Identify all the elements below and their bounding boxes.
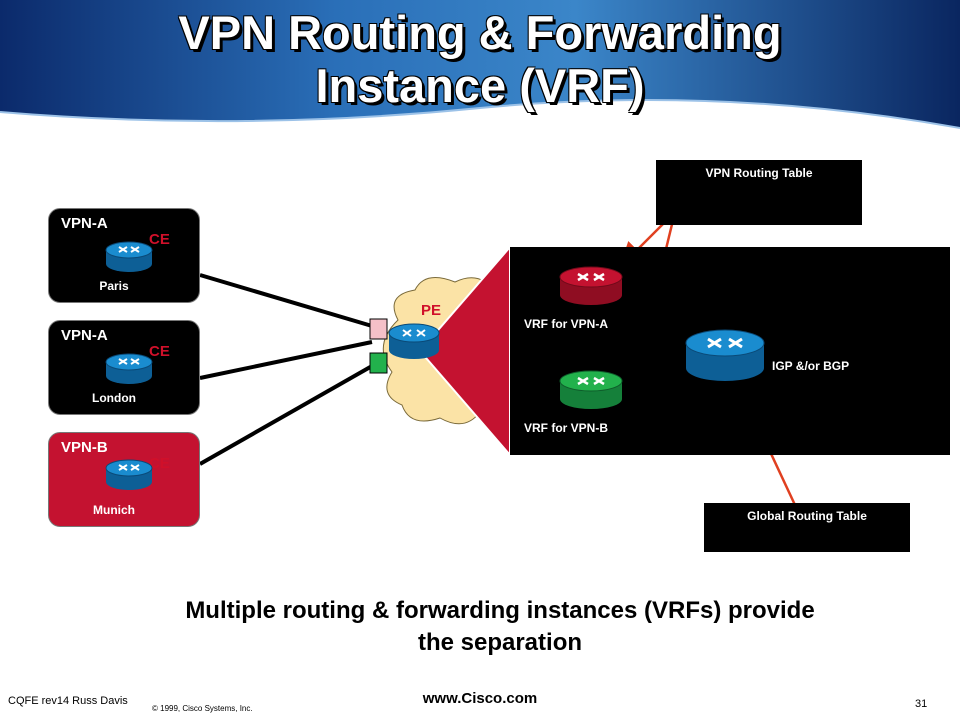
title-line-2: Instance (VRF) (315, 59, 645, 112)
vpn-b-interface-square (369, 352, 388, 374)
title-line-1: VPN Routing & Forwarding (178, 6, 782, 59)
link-london-pe (199, 340, 373, 380)
page-title: VPN Routing & Forwarding Instance (VRF) (0, 6, 960, 112)
page-number: 31 (915, 698, 928, 710)
footer-url: www.Cisco.com (422, 690, 538, 707)
pe-label: PE (421, 302, 442, 319)
vpn-routing-table-label: VPN Routing Table (705, 166, 813, 180)
site-vpn-label: VPN-A (61, 327, 108, 344)
ce-label: CE (149, 343, 170, 360)
site-paris: VPN-A CE Paris (48, 208, 200, 303)
vrf-b-label: VRF for VPN-B (524, 421, 608, 435)
site-london: VPN-A CE London (48, 320, 200, 415)
ce-label: CE (149, 231, 170, 248)
ce-label: CE (149, 455, 170, 472)
vrf-b-router-icon (559, 370, 623, 409)
footer-course-label: CQFE rev14 Russ Davis (8, 695, 128, 707)
global-router-icon (685, 329, 765, 381)
site-city-label: Paris (99, 279, 129, 293)
vpn-routing-table-box: VPN Routing Table (656, 160, 862, 225)
ce-router-icon (105, 353, 153, 384)
caption-line-2: the separation (417, 629, 583, 656)
global-routing-table-box: Global Routing Table (704, 503, 910, 552)
title-banner (0, 0, 960, 129)
site-munich: VPN-B CE Munich (48, 432, 200, 527)
ce-router-icon (105, 459, 153, 490)
link-munich-pe (199, 364, 373, 466)
site-city-label: Munich (93, 503, 135, 517)
footer-copyright: © 1999, Cisco Systems, Inc. (152, 704, 253, 713)
igp-bgp-label: IGP &/or BGP (772, 359, 850, 373)
site-vpn-label: VPN-B (61, 439, 108, 456)
ce-router-icon (105, 241, 153, 272)
slide-caption: Multiple routing & forwarding instances … (60, 595, 940, 659)
site-city-label: London (92, 391, 136, 405)
caption-line-1: Multiple routing & forwarding instances … (185, 597, 815, 624)
pe-router-icon (388, 323, 440, 359)
site-vpn-label: VPN-A (61, 215, 108, 232)
global-routing-table-label: Global Routing Table (747, 509, 867, 523)
vpn-a-interface-square (369, 318, 388, 340)
link-paris-pe (199, 273, 373, 328)
vrf-a-label: VRF for VPN-A (524, 317, 608, 331)
vrf-a-router-icon (559, 266, 623, 305)
vrf-panel: VRF for VPN-A VRF for VPN-B IGP &/or BGP (510, 247, 950, 455)
